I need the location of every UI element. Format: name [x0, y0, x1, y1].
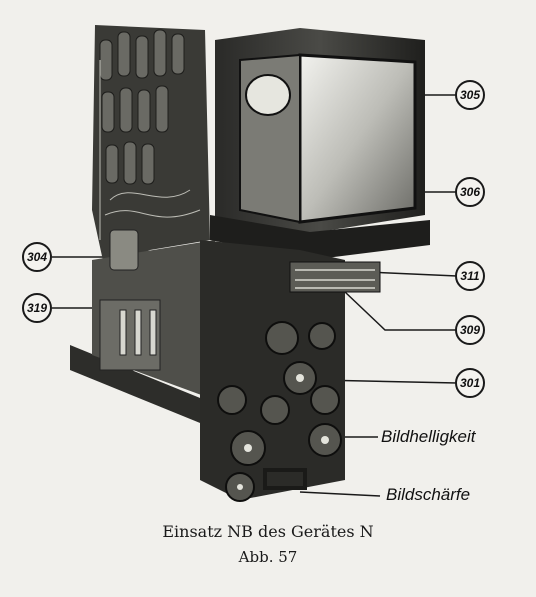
- base-frame: [70, 229, 215, 425]
- callout-301: 301: [455, 368, 485, 398]
- callout-306: 306: [455, 177, 485, 207]
- caption-title: Einsatz NB des Gerätes N: [162, 522, 374, 541]
- label-bildschaerfe: Bildschärfe: [386, 485, 471, 504]
- rear-chassis: [92, 25, 210, 270]
- callout-311: 311: [455, 261, 485, 291]
- label-bildhelligkeit: Bildhelligkeit: [381, 427, 476, 446]
- callout-309: 309: [455, 315, 485, 345]
- callout-305: 305: [455, 80, 485, 110]
- control-column: [200, 240, 381, 502]
- callout-304: 304: [22, 242, 52, 272]
- callout-319: 319: [22, 293, 52, 323]
- caption-figure-number: Abb. 57: [238, 548, 298, 566]
- equipment-photo: [52, 25, 458, 502]
- crt-housing: [210, 28, 430, 260]
